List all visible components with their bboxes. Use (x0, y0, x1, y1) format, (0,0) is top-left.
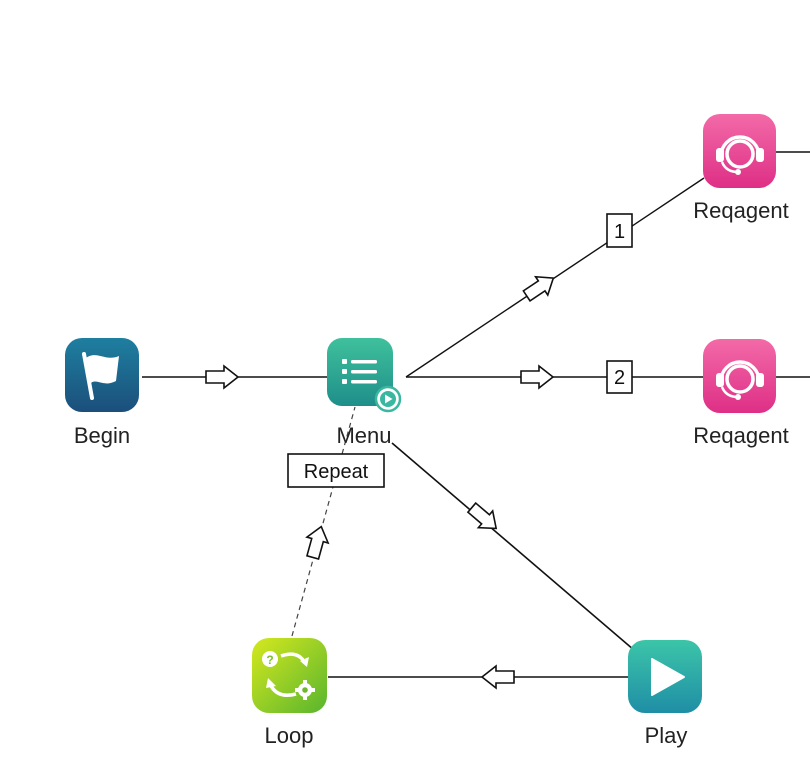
play-badge-icon (374, 385, 402, 413)
edge-menu-to-reqagent1[interactable]: 1 (405, 177, 705, 378)
node-reqagent-1[interactable]: Reqagent (693, 114, 789, 223)
node-begin-label: Begin (74, 423, 130, 448)
edge-loop-to-menu[interactable]: Repeat (287, 406, 385, 637)
edge-play-to-loop[interactable] (328, 665, 628, 689)
node-play-label: Play (645, 723, 688, 748)
edge-arrow-icon (301, 522, 333, 562)
headset-icon (716, 135, 764, 175)
play-icon (651, 658, 685, 696)
node-menu[interactable]: Menu (327, 338, 402, 448)
headset-icon (716, 360, 764, 400)
node-reqagent-1-label: Reqagent (693, 198, 788, 223)
edge-menu-to-reqagent2[interactable]: 2 (406, 360, 703, 394)
node-loop-tile (252, 638, 327, 713)
edge-menu-to-play[interactable] (391, 442, 635, 651)
edge-label-2: 2 (606, 360, 633, 394)
node-reqagent-2-label: Reqagent (693, 423, 788, 448)
node-reqagent-2-tile (703, 339, 776, 413)
node-loop-label: Loop (265, 723, 314, 748)
loop-cycle-icon: ? (262, 651, 315, 700)
node-begin[interactable]: Begin (65, 338, 139, 448)
node-menu-label: Menu (336, 423, 391, 448)
node-reqagent-1-tile (703, 114, 776, 188)
svg-text:1: 1 (614, 221, 625, 243)
node-loop[interactable]: ? Loop (252, 638, 327, 748)
flag-icon (82, 352, 119, 400)
edge-label-1: 1 (606, 213, 633, 248)
edge-label-repeat: Repeat (287, 453, 385, 488)
svg-text:Repeat: Repeat (304, 461, 369, 483)
edge-arrow-icon (205, 365, 239, 389)
edge-arrow-icon (520, 365, 554, 389)
node-reqagent-2[interactable]: Reqagent (693, 339, 789, 448)
node-play[interactable]: Play (628, 640, 702, 748)
edge-arrow-icon (519, 268, 561, 306)
svg-text:?: ? (266, 653, 273, 667)
edge-arrow-icon (481, 665, 515, 689)
edge-arrow-icon (463, 498, 505, 538)
svg-text:2: 2 (614, 367, 625, 389)
edge-begin-to-menu[interactable] (142, 365, 328, 389)
list-icon (342, 359, 377, 384)
